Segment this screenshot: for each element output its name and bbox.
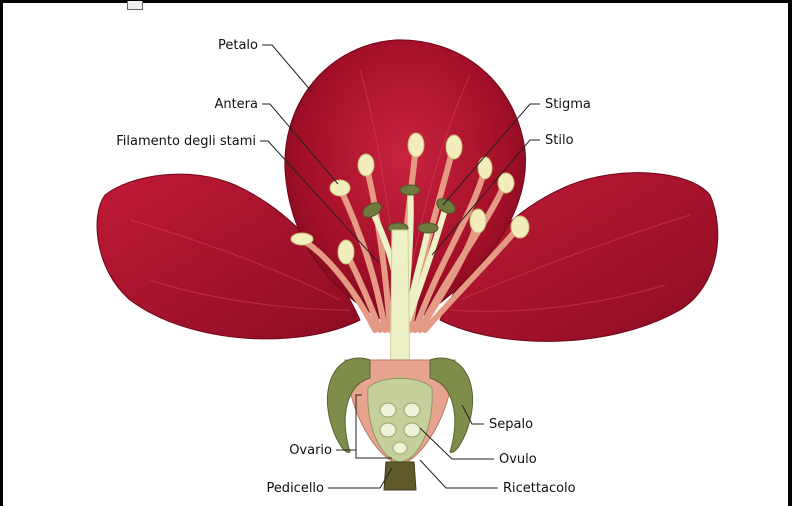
- label-petalo: Petalo: [218, 38, 258, 53]
- pedicel: [384, 462, 416, 490]
- label-filamento: Filamento degli stami: [116, 134, 256, 149]
- label-sepalo: Sepalo: [489, 417, 533, 432]
- label-antera: Antera: [214, 97, 258, 112]
- label-ovario: Ovario: [289, 443, 332, 458]
- label-ovulo: Ovulo: [499, 452, 537, 467]
- label-stigma: Stigma: [545, 97, 591, 112]
- label-pedicello: Pedicello: [266, 481, 324, 496]
- label-stilo: Stilo: [545, 133, 574, 148]
- label-ricettacolo: Ricettacolo: [503, 481, 576, 496]
